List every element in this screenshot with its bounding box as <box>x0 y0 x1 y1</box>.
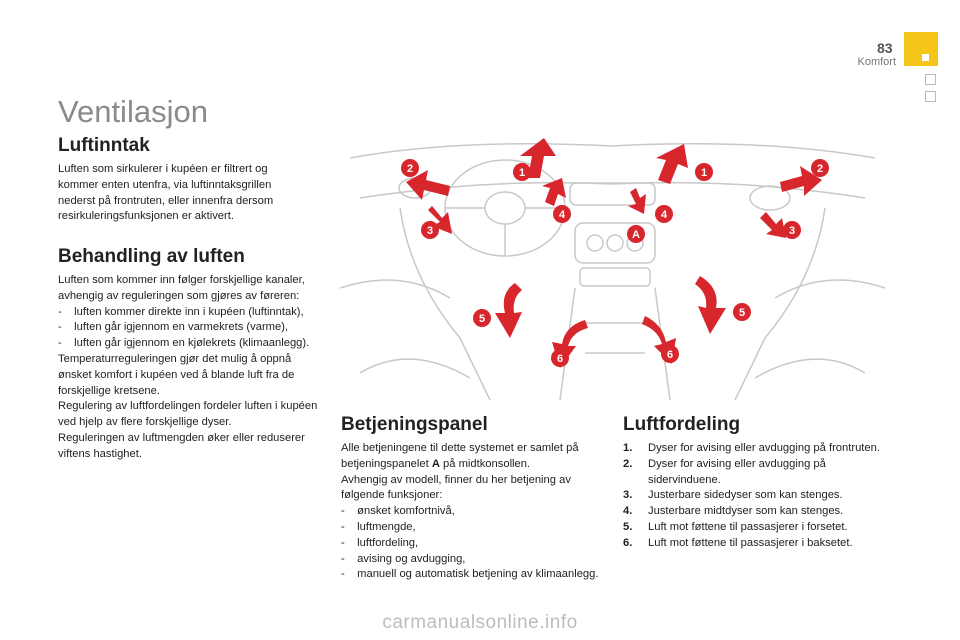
arrow-4-left <box>542 178 566 206</box>
airflow-arrows <box>406 138 822 368</box>
marker-2-right: 2 <box>811 159 829 177</box>
arrow-2-right <box>780 166 822 196</box>
svg-text:3: 3 <box>789 225 795 237</box>
list-item: 1.Dyser for avising eller avdugging på f… <box>623 442 880 454</box>
svg-text:6: 6 <box>667 349 673 361</box>
marker-3-left: 3 <box>421 221 439 239</box>
marker-6-left: 6 <box>551 349 569 367</box>
arrow-5-left <box>495 283 522 338</box>
luftfordeling-list: 1.Dyser for avising eller avdugging på f… <box>623 441 885 552</box>
svg-text:4: 4 <box>559 209 566 221</box>
svg-text:6: 6 <box>557 353 563 365</box>
arrow-1-right <box>656 144 688 184</box>
marker-6-right: 6 <box>661 345 679 363</box>
svg-text:4: 4 <box>661 209 668 221</box>
svg-text:2: 2 <box>817 163 823 175</box>
marker-4-left: 4 <box>553 205 571 223</box>
page-title: Ventilasjon <box>58 94 208 129</box>
svg-text:1: 1 <box>701 167 707 179</box>
heading-betjeningspanel: Betjeningspanel <box>341 414 488 435</box>
diagram-markers: 1 1 2 2 3 3 4 4 5 5 6 6 A <box>401 159 829 367</box>
arrow-2-left <box>406 170 450 200</box>
marker-3-right: 3 <box>783 221 801 239</box>
arrow-5-right <box>695 276 726 334</box>
arrow-3-right <box>760 212 786 238</box>
list-item: - manuell og automatisk betjening av kli… <box>341 568 599 581</box>
behandling-text: Luften som kommer inn følger forskjellig… <box>58 273 320 463</box>
chapter-tab[interactable] <box>925 74 936 85</box>
list-item: - luftmengde, <box>341 520 416 533</box>
arrow-4-right <box>628 188 646 214</box>
svg-text:3: 3 <box>427 225 433 237</box>
betjeningspanel-paragraph: Avhengig av modell, finner du her betjen… <box>341 473 571 502</box>
svg-text:5: 5 <box>739 307 745 319</box>
list-item: 6.Luft mot føttene til passasjerer i bak… <box>623 536 853 549</box>
heading-luftfordeling: Luftfordeling <box>623 414 741 435</box>
chapter-tab[interactable] <box>925 91 936 102</box>
svg-text:5: 5 <box>479 313 485 325</box>
arrow-1-left <box>520 138 556 178</box>
svg-text:A: A <box>632 229 640 241</box>
heading-luftinntak: Luftinntak <box>58 135 150 156</box>
svg-text:2: 2 <box>407 163 413 175</box>
marker-5-right: 5 <box>733 303 751 321</box>
list-item: - luften går igjennom en kjølekrets (kli… <box>58 337 310 350</box>
marker-a: A <box>627 225 645 243</box>
betjeningspanel-intro: Alle betjeningene til dette systemet er … <box>341 442 579 470</box>
list-item: 2.Dyser for avising eller avdugging på s… <box>623 457 826 486</box>
tab-indicator-icon <box>922 54 929 61</box>
behandling-paragraph: Temperaturreguleringen gjør det mulig å … <box>58 352 295 397</box>
marker-1-left: 1 <box>513 163 531 181</box>
betjeningspanel-text: Alle betjeningene til dette systemet er … <box>341 441 603 583</box>
page-number: 83 <box>877 40 893 56</box>
marker-1-right: 1 <box>695 163 713 181</box>
luftfordeling-text: 1.Dyser for avising eller avdugging på f… <box>623 441 885 552</box>
heading-behandling: Behandling av luften <box>58 246 245 267</box>
luftinntak-text: Luften som sirkulerer i kupéen er filtre… <box>58 162 308 225</box>
behandling-paragraph: Regulering av luftfordelingen fordeler l… <box>58 400 318 429</box>
marker-5-left: 5 <box>473 309 491 327</box>
list-item: - luften går igjennom en varmekrets (var… <box>58 321 289 334</box>
watermark: carmanualsonline.info <box>382 612 578 633</box>
list-item: - avising og avdugging, <box>341 552 466 565</box>
list-item: - ønsket komfortnivå, <box>341 505 455 518</box>
list-item: - luften kommer direkte inn i kupéen (lu… <box>58 305 304 318</box>
behandling-intro: Luften som kommer inn følger forskjellig… <box>58 274 305 302</box>
marker-4-right: 4 <box>655 205 673 223</box>
svg-text:1: 1 <box>519 167 525 179</box>
list-item: 4.Justerbare midtdyser som kan stenges. <box>623 505 844 518</box>
arrow-3-left <box>428 206 452 234</box>
dashboard-ventilation-figure: 1 1 2 2 3 3 4 4 5 5 6 6 A <box>340 138 885 400</box>
list-item: - luftfordeling, <box>341 536 419 549</box>
marker-2-left: 2 <box>401 159 419 177</box>
list-item: 5.Luft mot føttene til passasjerer i for… <box>623 520 848 533</box>
section-label: Komfort <box>857 56 896 68</box>
list-item: 3.Justerbare sidedyser som kan stenges. <box>623 489 843 502</box>
luftinntak-paragraph: Luften som sirkulerer i kupéen er filtre… <box>58 163 274 223</box>
chapter-tab-active[interactable] <box>904 32 938 66</box>
behandling-paragraph: Reguleringen av luftmengden øker eller r… <box>58 431 305 460</box>
